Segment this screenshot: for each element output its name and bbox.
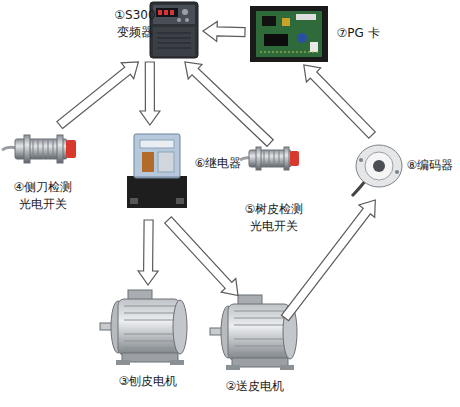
pg-card-icon [250, 6, 328, 62]
component-node: ②送皮电机 [205, 290, 305, 402]
hollow-arrow [281, 200, 375, 321]
motor-icon [100, 290, 187, 365]
component-label: ⑦PG 卡 [333, 25, 383, 42]
encoder-icon [352, 145, 402, 196]
component-node: ⑥继电器 [120, 125, 250, 220]
motor-icon [210, 295, 297, 370]
hollow-arrow [304, 65, 375, 138]
hollow-arrow [140, 62, 160, 125]
hollow-arrow [203, 21, 245, 41]
component-node: ③刨皮电机 [98, 285, 198, 397]
component-node: ①S300 变频器 [108, 0, 203, 62]
hollow-arrow [57, 62, 138, 129]
photo-switch-icon [2, 135, 76, 163]
component-label: ③刨皮电机 [110, 373, 186, 390]
component-label: ①S300 变频器 [112, 7, 158, 41]
inverter-icon [150, 2, 198, 58]
relay-icon [127, 134, 187, 208]
hollow-arrow [138, 220, 158, 285]
hollow-arrow [185, 62, 273, 146]
hollow-arrow [165, 217, 238, 296]
component-label: ②送皮电机 [217, 378, 293, 395]
component-label: ⑧编码器 [402, 157, 458, 174]
component-node: ⑧编码器 [350, 135, 460, 200]
component-label: ⑥继电器 [190, 155, 246, 172]
component-node: ④侧刀检测 光电开关 [3, 125, 93, 220]
component-label: ⑤树皮检测 光电开关 [239, 201, 309, 235]
photo-switch-icon [240, 147, 299, 170]
component-node: ⑤树皮检测 光电开关 [235, 143, 325, 235]
component-label: ④侧刀检测 光电开关 [9, 179, 77, 213]
component-node: ⑦PG 卡 [245, 3, 385, 65]
